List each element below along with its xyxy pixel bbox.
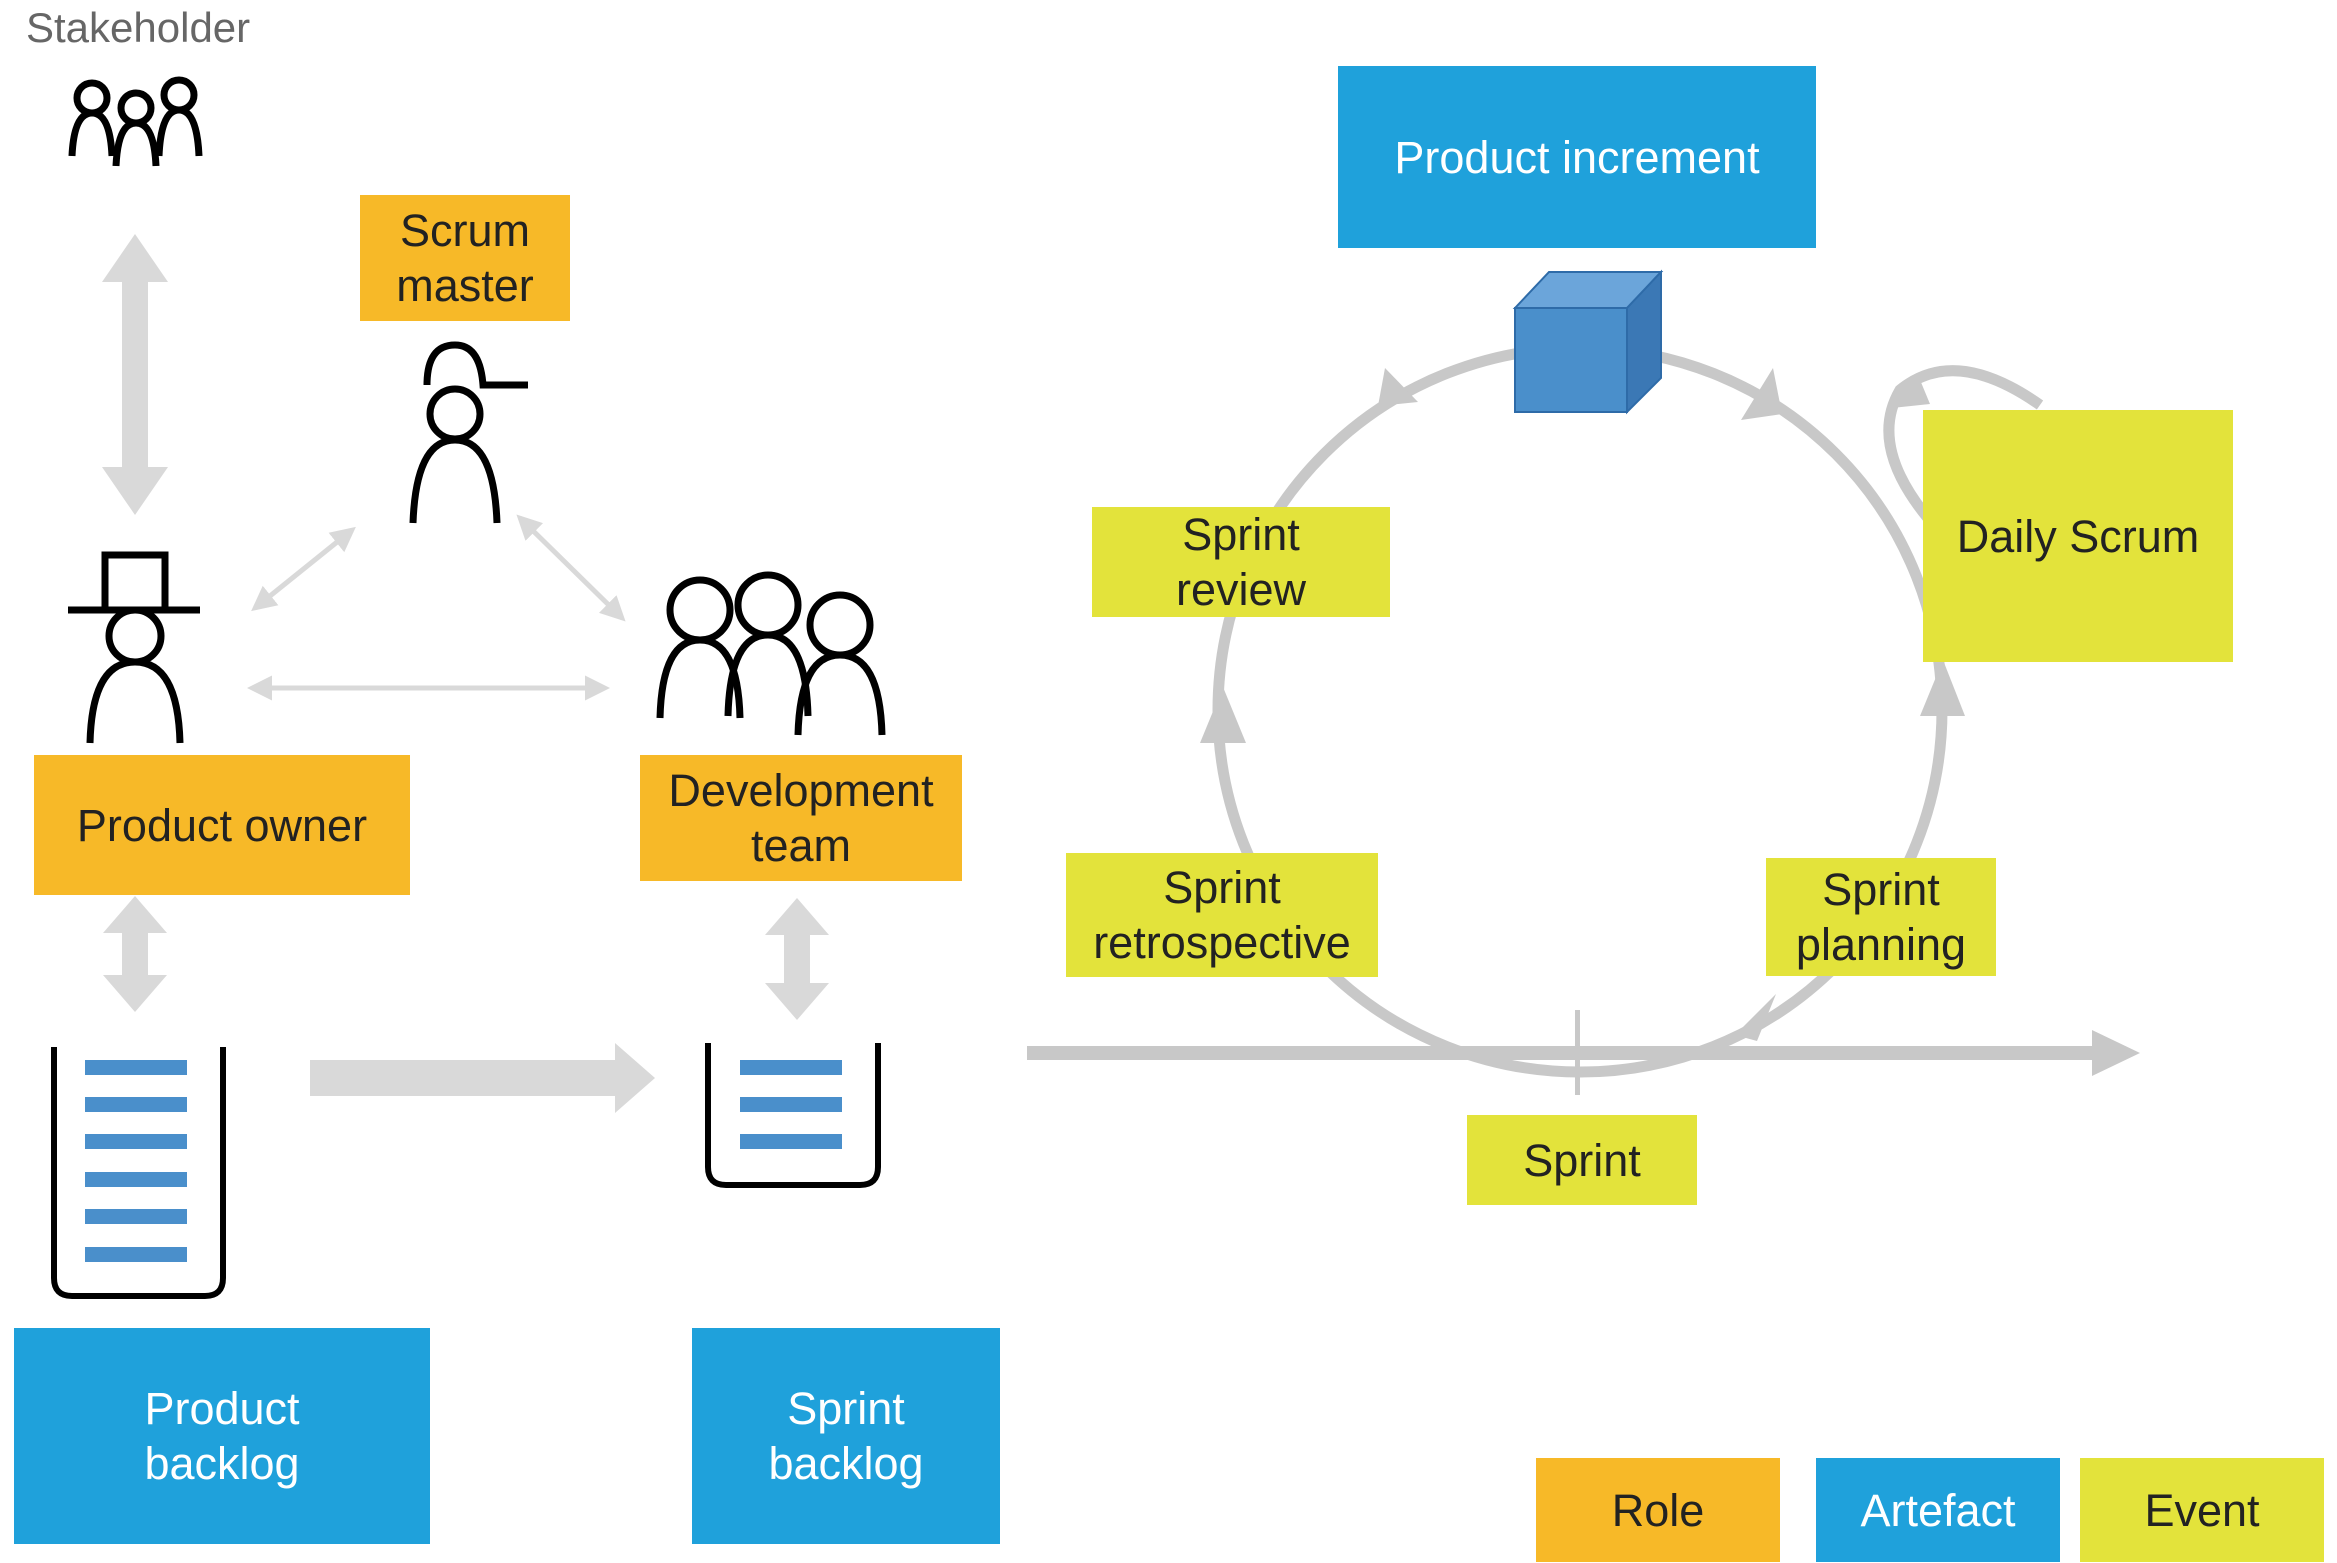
product-owner-box: Product owner bbox=[34, 755, 410, 895]
development-team-icon bbox=[656, 571, 886, 736]
stakeholder-label: Stakeholder bbox=[26, 4, 251, 51]
stakeholder-group-icon bbox=[68, 76, 203, 167]
legend-event: Event bbox=[2080, 1458, 2324, 1562]
sprint-backlog-icon bbox=[705, 1043, 881, 1188]
product-backlog-icon bbox=[51, 1047, 226, 1299]
sprint-start-tick bbox=[1575, 1010, 1580, 1095]
timeline-arrowhead bbox=[2092, 1030, 2140, 1076]
owner-master-arrow bbox=[251, 526, 356, 612]
sprint-backlog-box: Sprint backlog bbox=[692, 1328, 1000, 1544]
scrum-master-box: Scrum master bbox=[360, 195, 570, 321]
increment-cube-icon bbox=[1512, 269, 1664, 415]
product-backlog-box: Product backlog bbox=[14, 1328, 430, 1544]
product-owner-icon bbox=[68, 551, 200, 744]
legend-artefact: Artefact bbox=[1816, 1458, 2060, 1562]
daily-scrum-box: Daily Scrum bbox=[1923, 410, 2233, 662]
team-sprintbacklog-arrow bbox=[765, 898, 829, 1020]
owner-backlog-arrow bbox=[103, 896, 167, 1012]
legend-role: Role bbox=[1536, 1458, 1780, 1562]
product-increment-box: Product increment bbox=[1338, 66, 1816, 248]
sprint-timeline bbox=[1027, 1046, 2102, 1060]
master-team-arrow bbox=[516, 514, 626, 622]
sprint-box: Sprint bbox=[1467, 1115, 1697, 1205]
sprint-retrospective-box: Sprint retrospective bbox=[1066, 853, 1378, 977]
sprint-planning-box: Sprint planning bbox=[1766, 858, 1996, 976]
stakeholder-owner-arrow bbox=[102, 234, 168, 515]
cycle-arrowheads bbox=[1200, 368, 1965, 1041]
scrum-master-icon bbox=[409, 341, 528, 524]
sprint-review-box: Sprint review bbox=[1092, 507, 1390, 617]
backlog-flow-arrow bbox=[310, 1043, 655, 1113]
development-team-box: Development team bbox=[640, 755, 962, 881]
